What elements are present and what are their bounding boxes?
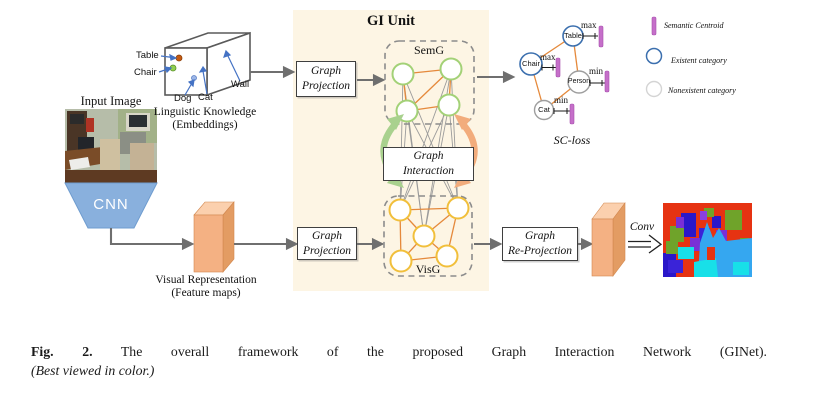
graph-reprojection-box: Graph Re-Projection (502, 227, 578, 261)
embeddings-label: (Embeddings) (172, 119, 238, 131)
gi-unit-title: GI Unit (367, 13, 415, 29)
visual-representation-box (193, 201, 235, 273)
conv-label: Conv (629, 221, 655, 233)
cube-table-label: Table (136, 50, 159, 61)
semg-label: SemG (414, 43, 444, 57)
sc-table-label: Table (564, 31, 582, 40)
linguistic-knowledge-label: Linguistic Knowledge (153, 106, 257, 118)
visg-nodes (388, 196, 470, 273)
cnn-trapezoid (64, 182, 158, 229)
graph-projection-top-box: Graph Projection (296, 61, 356, 97)
cube-wall-label: Wall (231, 79, 250, 90)
caption-note: (Best viewed in color.) (31, 363, 155, 378)
sc-chair-anchor: max (540, 52, 556, 62)
embedding-pointer-arrows (158, 49, 241, 96)
visg-label: VisG (415, 262, 441, 276)
flow-arrows (109, 65, 594, 251)
sc-cat-anchor: min (554, 95, 569, 105)
caption-line1: Fig. 2. The overall framework of the pro… (31, 344, 767, 360)
sc-loss-nodes (519, 25, 591, 121)
cube-cat-label: Cat (198, 92, 213, 103)
caption-fig-number: Fig. 2. (31, 344, 93, 359)
conv-double-arrow (628, 234, 663, 254)
legend-existent-label: Existent category (671, 56, 727, 65)
graph-interaction-box: Graph Interaction (383, 147, 474, 181)
legend-nonexistent-label: Nonexistent category (668, 86, 736, 95)
visg-container (383, 195, 473, 277)
sc-node-chair (519, 52, 543, 76)
graph-interaction-line1: Graph (413, 150, 444, 163)
sc-loss-anchor-lines (541, 33, 605, 114)
legend-nonexistent-circle (645, 80, 663, 98)
legend-semantic-centroid-bar (651, 16, 657, 36)
feature-maps-label: (Feature maps) (171, 287, 241, 299)
graph-projection-bottom-line1: Graph (311, 229, 343, 242)
semantic-centroid-bars (555, 25, 610, 125)
sc-cat-label: Cat (538, 105, 550, 114)
graph-reprojection-line2: Re-Projection (507, 245, 573, 257)
cube-dog-label: Dog (174, 93, 192, 104)
caption-text: The overall framework of the proposed Gr… (92, 344, 767, 359)
cube-chair-label: Chair (134, 67, 157, 78)
graph-projection-top-line1: Graph (310, 65, 342, 78)
cnn-label: CNN (93, 196, 129, 213)
graph-interaction-line2: Interaction (402, 165, 455, 177)
input-image-photo (65, 109, 157, 183)
diagram-art (64, 10, 752, 291)
visual-representation-label: Visual Representation (155, 274, 257, 286)
figure-caption: Fig. 2. The overall framework of the pro… (31, 344, 767, 379)
graph-projection-top-line2: Projection (301, 80, 351, 92)
semg-container (384, 40, 475, 125)
legend-existent-circle (645, 47, 663, 65)
sc-person-label: Person (567, 78, 591, 85)
graph-projection-bottom-box: Graph Projection (297, 227, 357, 260)
graph-projection-bottom-line2: Projection (302, 244, 352, 257)
reprojected-feature-slab (591, 202, 626, 277)
sc-loss-label: SC-loss (553, 133, 591, 147)
graph-reprojection-line1: Graph (524, 230, 556, 243)
sc-table-anchor: max (581, 20, 597, 30)
sc-person-anchor: min (589, 66, 604, 76)
input-image-label: Input Image (80, 94, 142, 108)
segmentation-output-image (663, 203, 752, 277)
legend-semantic-centroid-label: Semantic Centroid (664, 21, 724, 30)
semg-nodes (391, 57, 463, 123)
sc-chair-label: Chair (522, 59, 540, 68)
